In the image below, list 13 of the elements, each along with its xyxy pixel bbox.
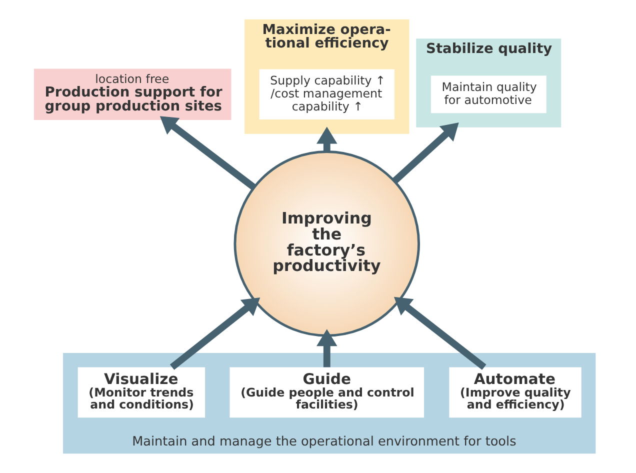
node-box: location free Production support for group production sites — [33, 68, 231, 120]
node-box: Guide (Guide people and control facilities) — [229, 367, 424, 418]
arrow — [169, 297, 260, 370]
arrow — [316, 126, 337, 152]
node-box: Automate (Improve quality and efficiency) — [448, 367, 581, 418]
arrow — [316, 329, 337, 368]
arrow — [393, 296, 486, 370]
node-circle: Improving the factory’s productivity — [233, 150, 420, 337]
node-box: Supply capability ↑ /cost management capability ↑ — [258, 69, 394, 120]
node-box: Visualize (Monitor trends and conditions) — [77, 367, 205, 418]
arrow — [392, 122, 458, 184]
arrow — [159, 116, 256, 190]
node-box: Maintain quality for automotive — [430, 76, 546, 114]
